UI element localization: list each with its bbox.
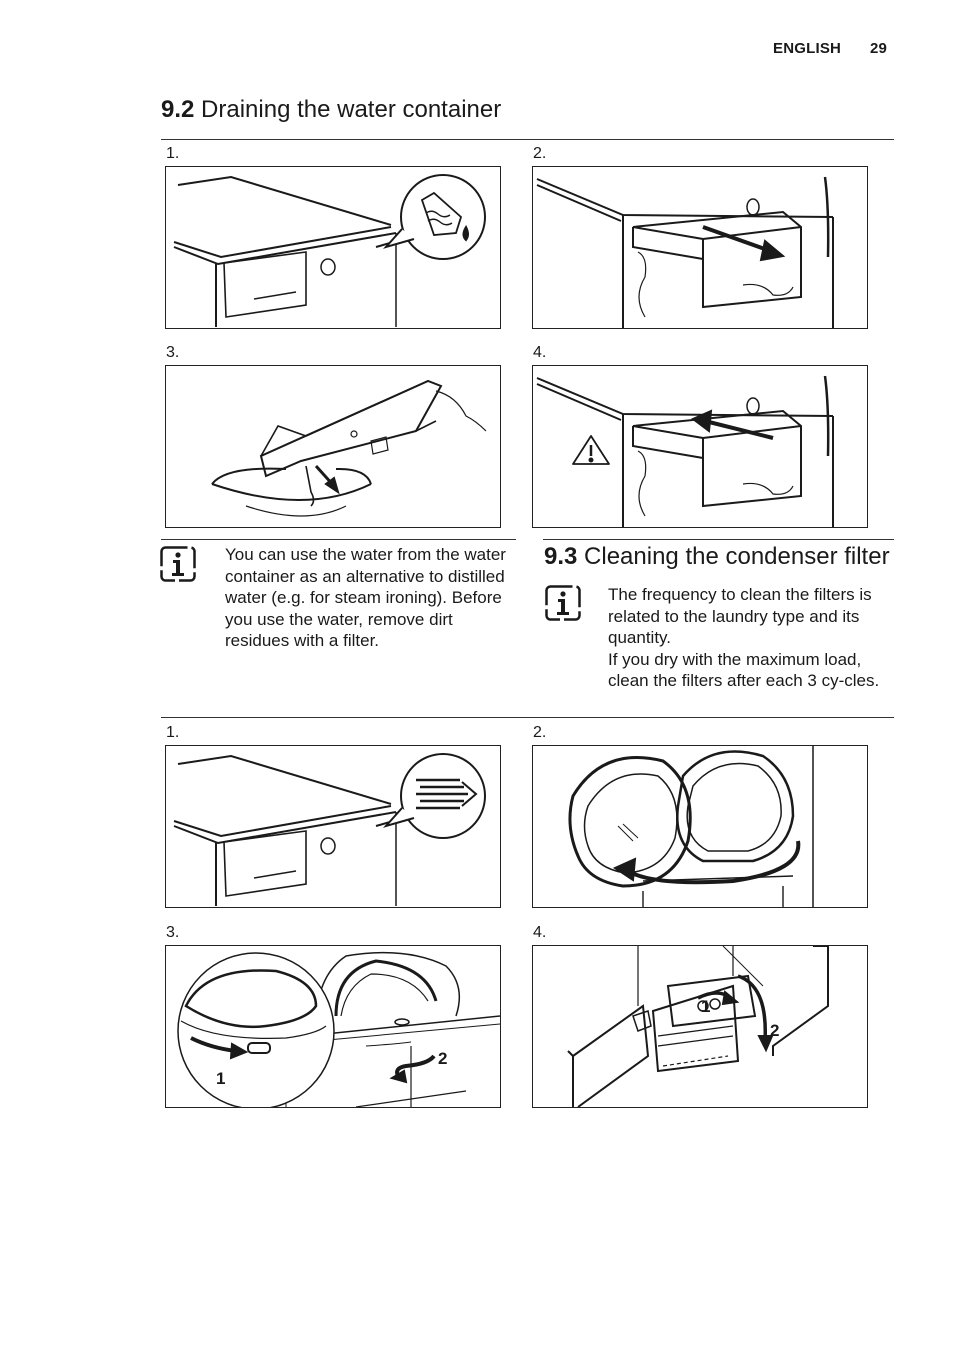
- section-rule: [161, 539, 516, 540]
- step-label: 4.: [533, 924, 547, 941]
- note-filter-frequency-line2: If you dry with the maximum load, clean …: [608, 649, 880, 691]
- step-label: 3.: [166, 924, 180, 941]
- language-label: ENGLISH: [773, 40, 842, 57]
- illustration-filter-step-3: 1 2: [165, 945, 501, 1108]
- section-9-2-number: 9.2: [161, 96, 195, 123]
- filter-icon: [416, 778, 478, 810]
- section-rule: [543, 539, 894, 540]
- section-9-3-title: Cleaning the condenser filter: [584, 543, 890, 570]
- water-container-icon: [420, 191, 469, 242]
- note-filter-frequency-line1: The frequency to clean the filters is re…: [608, 585, 872, 647]
- step-label: 1.: [166, 724, 180, 741]
- section-9-3-heading: 9.3 Cleaning the condenser filter: [544, 543, 890, 571]
- step-label: 1.: [166, 145, 180, 162]
- info-icon: [160, 546, 196, 582]
- info-icon: [545, 585, 581, 621]
- illustration-filter-step-4: 1 2: [532, 945, 868, 1108]
- illustration-drain-step-3: [165, 365, 501, 528]
- note-filter-frequency: The frequency to clean the filters is re…: [608, 584, 894, 692]
- note-distilled-water: You can use the water from the water con…: [225, 545, 506, 650]
- callout-number: 2: [770, 1021, 779, 1040]
- section-9-2-heading: 9.2 Draining the water container: [161, 96, 501, 124]
- illustration-drain-step-1: [165, 166, 501, 329]
- warning-triangle-icon: [572, 435, 610, 465]
- page-number: 29: [870, 40, 888, 57]
- section-9-2-title: Draining the water container: [201, 96, 502, 123]
- step-label: 4.: [533, 344, 547, 361]
- section-rule: [161, 139, 894, 140]
- section-9-3-number: 9.3: [544, 543, 578, 570]
- illustration-filter-step-1: [165, 745, 501, 908]
- illustration-filter-step-2: [532, 745, 868, 908]
- step-label: 3.: [166, 344, 180, 361]
- callout-number: 2: [438, 1049, 447, 1068]
- step-label: 2.: [533, 145, 547, 162]
- callout-number: 1: [216, 1069, 225, 1088]
- callout-number: 1: [701, 997, 710, 1016]
- illustration-drain-step-2: [532, 166, 868, 329]
- illustration-drain-step-4: [532, 365, 868, 528]
- section-rule: [161, 717, 894, 718]
- step-label: 2.: [533, 724, 547, 741]
